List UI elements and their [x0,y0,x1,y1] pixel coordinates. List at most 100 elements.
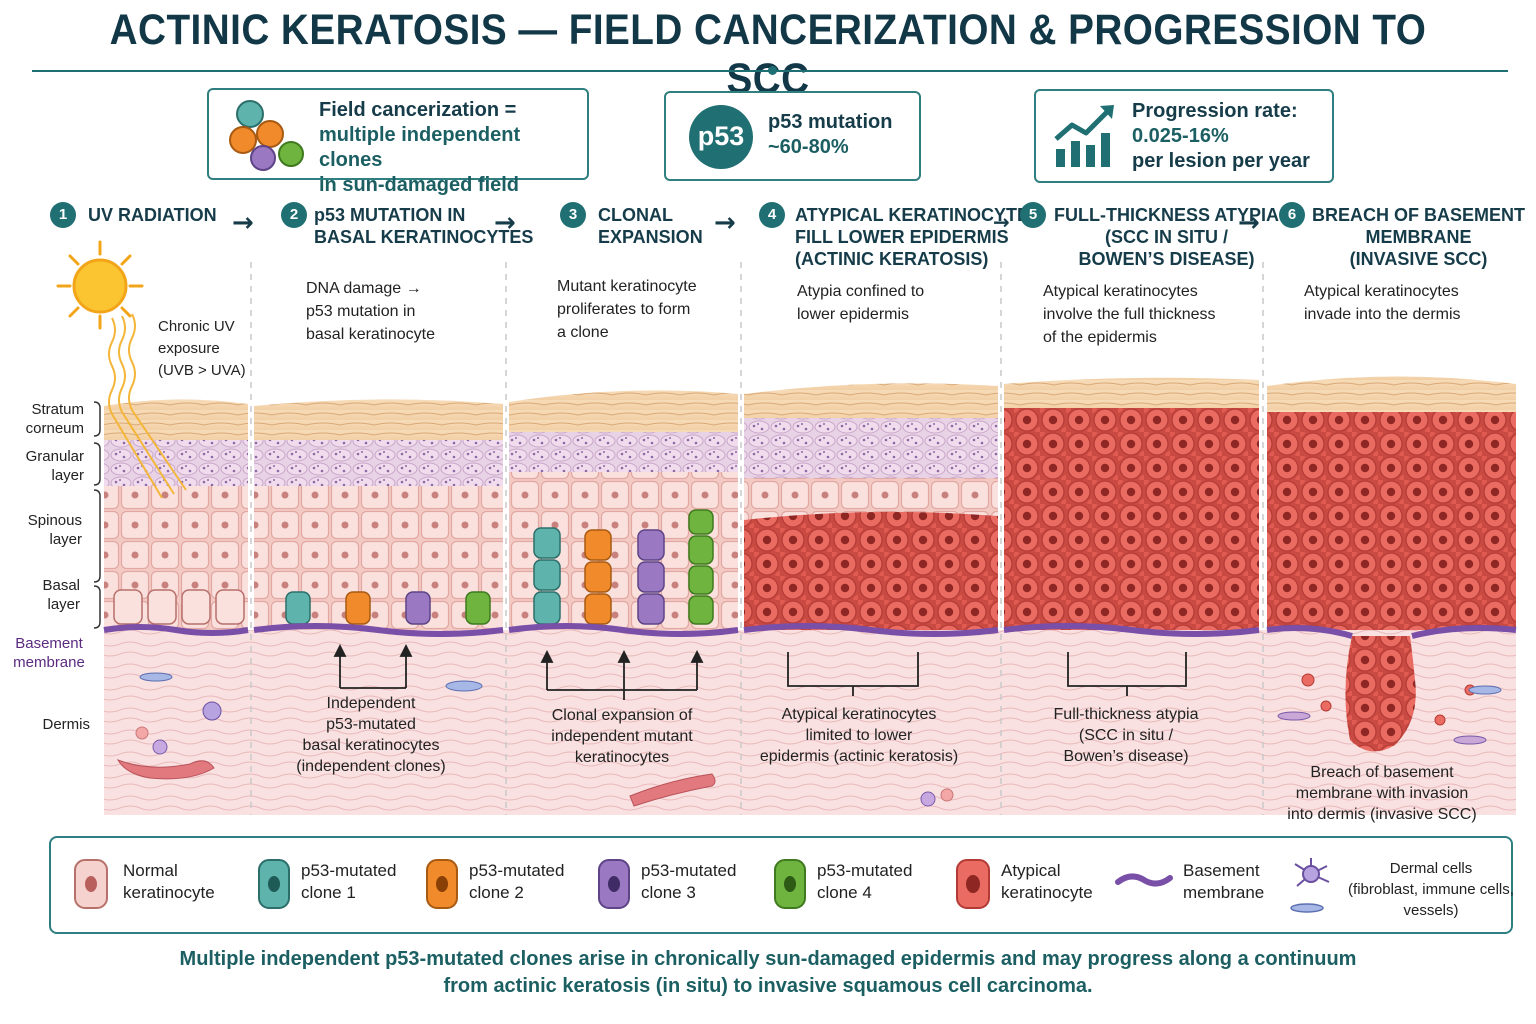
label-stratum-corneum: Stratum corneum [20,400,84,438]
legend-label-line: Atypical [1001,860,1093,882]
clone3-cell-icon [597,858,631,910]
info-line: 0.025-16% [1132,124,1310,149]
stage-heading-line: UV RADIATION [88,204,217,226]
legend-label-line: membrane [1183,882,1264,904]
caption-line: Bowen’s disease) [1026,746,1226,767]
legend-label-line: vessels) [1343,900,1519,921]
caption-line: limited to lower [754,725,964,746]
arrow-right-icon: → [714,208,736,238]
caption-line: keratinocytes [522,747,722,768]
stage-caption: Atypical keratinocytes limited to lower … [754,704,964,767]
layer-label-line: layer [20,595,80,614]
label-spinous-layer: Spinous layer [20,511,82,549]
clone2-cell-icon [425,858,459,910]
label-basal-layer: Basal layer [20,576,80,614]
info-box-progression-rate: Progression rate: 0.025-16% per lesion p… [1034,89,1334,183]
chart-up-icon [1052,103,1118,169]
title-divider-dot [768,66,777,75]
info-line: ~60-80% [768,135,892,160]
info-line: Field cancerization = [319,98,587,123]
info-line: Progression rate: [1132,99,1310,124]
legend: Normal keratinocyte p53-mutated clone 1 … [49,836,1513,934]
layer-label-line: layer [20,530,82,549]
stage-number-badge: 5 [1020,202,1046,228]
layer-label-line: layer [20,466,84,485]
layer-label-line: Dermis [20,715,90,734]
info-line: per lesion per year [1132,149,1310,174]
caption-line: Full-thickness atypia [1026,704,1226,725]
normal-keratinocyte-icon [73,858,109,910]
legend-label-line: p53-mutated [817,860,912,882]
label-dermis: Dermis [20,715,90,734]
footer-summary: Multiple independent p53-mutated clones … [0,946,1536,1000]
legend-label-line: p53-mutated [469,860,564,882]
stage-number-badge: 2 [281,202,307,228]
legend-label-line: Normal [123,860,215,882]
clone4-cell-icon [773,858,807,910]
label-granular-layer: Granular layer [20,447,84,485]
stage-number-badge: 6 [1279,202,1305,228]
legend-label-line: clone 2 [469,882,564,904]
panel-4-actinic-keratosis [744,383,998,630]
legend-label-line: p53-mutated [301,860,396,882]
legend-label-line: clone 4 [817,882,912,904]
dermal-cells-icon [1287,852,1337,918]
legend-label-line: Dermal cells [1343,858,1519,879]
clone1-cell-icon [257,858,291,910]
legend-label-line: keratinocyte [1001,882,1093,904]
stage-number-badge: 4 [759,202,785,228]
caption-line: Clonal expansion of [522,705,722,726]
caption-line: Independent [271,693,471,714]
legend-label-line: clone 1 [301,882,396,904]
legend-label-line: clone 3 [641,882,736,904]
info-box-p53: p53 p53 mutation ~60-80% [664,91,921,181]
stage-number-badge: 3 [560,202,586,228]
caption-line: (SCC in situ / [1026,725,1226,746]
layer-label-line: Basal [20,576,80,595]
atypical-keratinocyte-icon [955,858,991,910]
footer-line: Multiple independent p53-mutated clones … [0,946,1536,973]
stage-number-badge: 1 [50,202,76,228]
info-line: multiple independent clones [319,123,587,173]
stage-caption: Independent p53-mutated basal keratinocy… [271,693,471,777]
layer-label-line: Granular [20,447,84,466]
legend-label-line: p53-mutated [641,860,736,882]
layer-label-line: corneum [20,419,84,438]
layer-label-line: membrane [8,653,90,672]
stage-caption: Clonal expansion of independent mutant k… [522,705,722,768]
caption-line: membrane with invasion [1280,783,1484,804]
caption-line: p53-mutated [271,714,471,735]
stage-caption: Full-thickness atypia (SCC in situ / Bow… [1026,704,1226,767]
arrow-right-icon: → [494,208,516,238]
caption-line: independent mutant [522,726,722,747]
legend-label-line: (fibroblast, immune cells, [1343,879,1519,900]
stage-heading-line: CLONAL [598,204,703,226]
arrow-right-icon: → [993,210,1010,234]
caption-line: into dermis (invasive SCC) [1280,804,1484,825]
caption-line: epidermis (actinic keratosis) [754,746,964,767]
layer-label-line: Basement [8,634,90,653]
info-box-field-cancerization: Field cancerization = multiple independe… [207,88,589,180]
label-basement-membrane: Basement membrane [8,634,90,672]
layer-brackets [94,402,100,628]
legend-label-line: keratinocyte [123,882,215,904]
stage-heading: UV RADIATION [88,204,217,226]
footer-line: from actinic keratosis (in situ) to inva… [0,973,1536,1000]
caption-line: basal keratinocytes [271,735,471,756]
panel-5-scc-in-situ [1004,378,1259,630]
arrow-right-icon: → [1238,208,1260,238]
layer-label-line: Stratum [20,400,84,419]
arrow-right-icon: → [232,208,254,238]
info-line: in sun-damaged field [319,173,587,198]
stage-caption: Breach of basement membrane with invasio… [1280,762,1484,825]
legend-label-line: Basement [1183,860,1264,882]
cluster-icon [223,96,313,172]
caption-line: Atypical keratinocytes [754,704,964,725]
basement-membrane-icon [1115,868,1173,892]
p53-badge-label: p53 [688,120,754,152]
stage-heading-line: BREACH OF BASEMENT [1312,204,1525,226]
info-line: p53 mutation [768,110,892,135]
caption-line: Breach of basement [1280,762,1484,783]
sun-icon [58,242,142,328]
caption-line: (independent clones) [271,756,471,777]
